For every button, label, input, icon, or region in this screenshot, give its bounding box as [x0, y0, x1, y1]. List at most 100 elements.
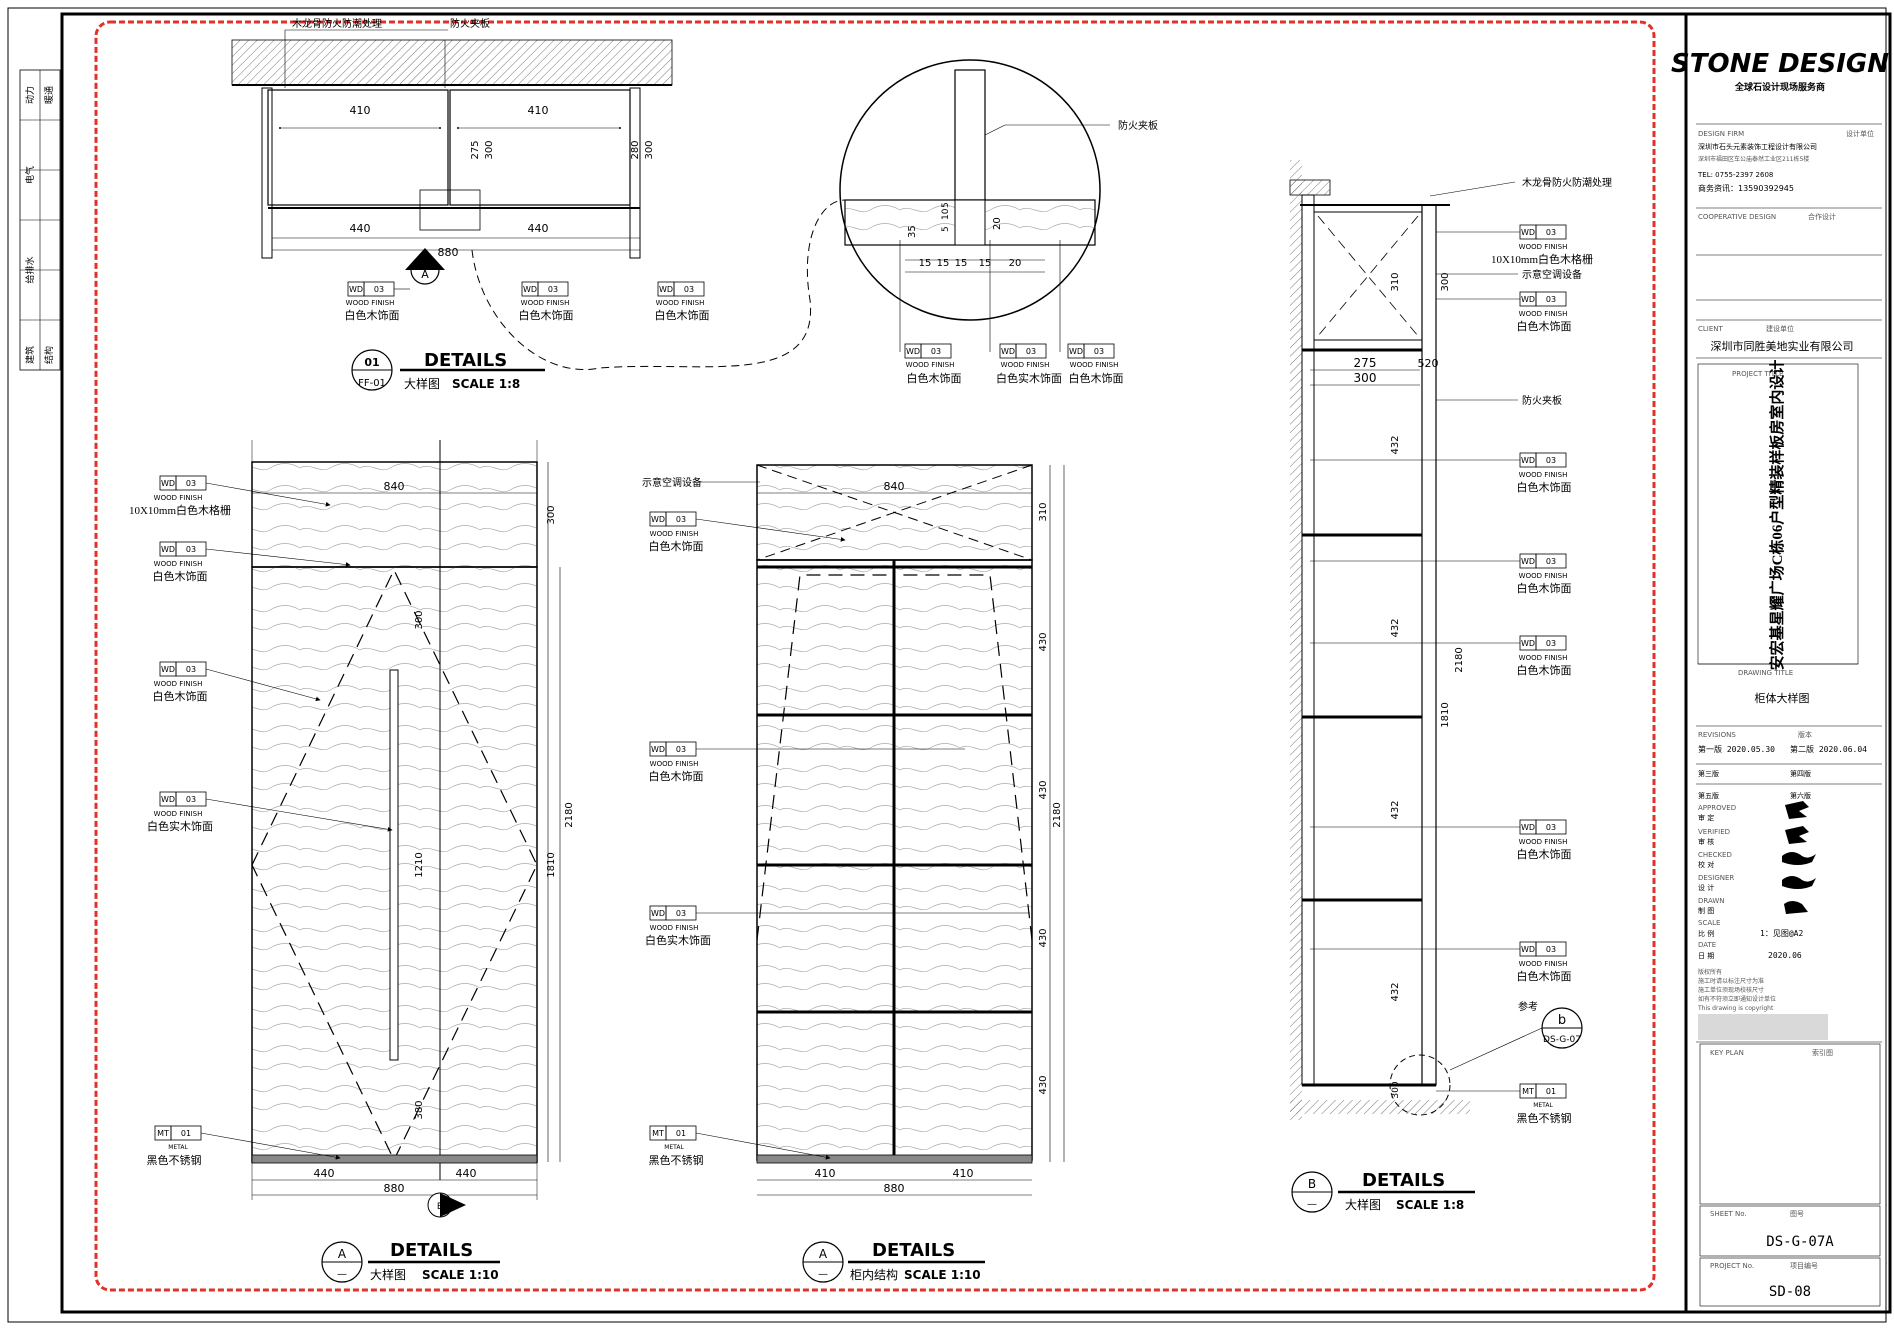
ac-device-text: 示意空调设备 — [642, 476, 702, 489]
white-wood-text: 白色木饰面 — [1517, 847, 1572, 861]
white-solid-wood-text: 白色实木饰面 — [147, 819, 213, 833]
dims-4-text: 380 — [414, 1100, 425, 1119]
code03-text: 03 — [1094, 347, 1104, 356]
drawing-title-label-text: DRAWING TITLE — [1738, 669, 1793, 677]
dims-0-text: 15 — [919, 258, 932, 269]
notes-2-text: 施工单位须现场校核尺寸 — [1698, 986, 1764, 994]
dims-10-text: 2180 — [1454, 647, 1465, 672]
wood-finish-text: WOOD FINISH — [521, 299, 570, 307]
detail-B-section: 310 300 275 300 520 432 432 432 432 1810… — [1289, 160, 1470, 1120]
dims-9-text: 20 — [992, 217, 1003, 230]
detail-01-plan: 410 410 440 440 880 275 300 280 300 A 木龙… — [231, 17, 673, 285]
code03-text: 03 — [676, 909, 686, 918]
strip-label: 建筑 — [24, 346, 36, 364]
dims-3-text: 1210 — [414, 852, 425, 877]
white-wood-text: 白色木饰面 — [1517, 480, 1572, 494]
wood-finish-text: WOOD FINISH — [1519, 654, 1568, 662]
wd-text: WD — [651, 909, 665, 918]
metal-text: METAL — [664, 1144, 684, 1151]
revisions-cn-text: 版本 — [1798, 730, 1812, 739]
detail-01-title: 01 FF-01 DETAILS 大样图 SCALE 1:8 — [351, 349, 545, 391]
reference-text: 参考 — [1518, 1000, 1538, 1013]
wd-text: WD — [659, 285, 673, 294]
dim-text: 300 — [484, 140, 495, 159]
wood-finish-text: WOOD FINISH — [154, 680, 203, 688]
code03-text: 03 — [676, 515, 686, 524]
dims-1-text: 300 — [1440, 272, 1451, 291]
code01-text: 01 — [181, 1129, 191, 1138]
wood-finish-text: WOOD FINISH — [650, 760, 699, 768]
strip-label: 结构 — [43, 346, 55, 364]
date-cn-text: 日 期 — [1698, 952, 1714, 960]
section-letter: A — [421, 268, 429, 281]
title-text: DETAILS — [872, 1240, 955, 1261]
approved-text: APPROVED — [1698, 804, 1736, 812]
dims-6-text: 2180 — [1052, 802, 1063, 827]
dims-4-text: 520 — [1418, 357, 1439, 370]
dims-1-text: 310 — [1038, 502, 1049, 521]
drawn-text: DRAWN — [1698, 897, 1725, 905]
dims-6-text: 5 — [941, 226, 951, 232]
white-wood-text: 白色木饰面 — [655, 308, 710, 322]
code03-text: 03 — [1546, 823, 1556, 832]
ref-bottom-text: DS-G-07 — [1543, 1035, 1581, 1045]
wood-finish-text: WOOD FINISH — [154, 494, 203, 502]
strip-label: 给排水 — [24, 256, 36, 283]
dims-8-text: 410 — [953, 1167, 974, 1180]
rev6-text: 第六版 — [1790, 791, 1811, 800]
white-wood-text: 白色木饰面 — [153, 689, 208, 703]
wood-finish-text: WOOD FINISH — [1519, 471, 1568, 479]
dims-3-text: 15 — [979, 258, 992, 269]
circle-bottom-text: FF-01 — [358, 378, 386, 389]
dim-text: 275 — [470, 140, 481, 159]
key-plan-cn-text: 索引图 — [1812, 1048, 1833, 1057]
black-steel-text: 黑色不锈钢 — [147, 1153, 202, 1167]
note-fireproof: 防火夹板 — [1436, 394, 1562, 407]
dim-text: 880 — [438, 246, 459, 259]
code03-text: 03 — [548, 285, 558, 294]
wd-text: WD — [1521, 823, 1535, 832]
wood-finish-text: WOOD FINISH — [656, 299, 705, 307]
black-steel-text: 黑色不锈钢 — [649, 1153, 704, 1167]
code03-text: 03 — [1026, 347, 1036, 356]
date-value-text: 2020.06 — [1768, 951, 1802, 960]
dims-7-text: 440 — [314, 1167, 335, 1180]
detail-A2-title: A — DETAILS 柜内结构 SCALE 1:10 — [802, 1240, 985, 1283]
dims-9-text: 880 — [884, 1182, 905, 1195]
code01-text: 01 — [1546, 1087, 1556, 1096]
notes-1-text: 施工时请以标注尺寸为准 — [1698, 977, 1764, 985]
metal-text: METAL — [1533, 1102, 1553, 1109]
circle-bottom-text: — — [818, 1269, 828, 1280]
detail-A-internal: 840 310 430 430 430 430 2180 410 410 880 — [756, 464, 1065, 1196]
wd-text: WD — [651, 745, 665, 754]
service-text: 商务资讯：13590392945 — [1698, 183, 1794, 193]
reference-marker: 参考 b DS-G-07 — [1449, 1000, 1583, 1071]
title-text: DETAILS — [390, 1240, 473, 1261]
rev2-text: 第二版 2020.06.04 — [1790, 744, 1867, 754]
white-solid-wood-text: 白色实木饰面 — [996, 371, 1062, 385]
white-grille-text: 10X10mm白色木格栅 — [129, 503, 231, 517]
wood-finish-text: WOOD FINISH — [154, 560, 203, 568]
project-title: 安宏基星耀广场C栋06户型精装样板房室内设计 — [1768, 360, 1786, 671]
design-firm-label-text: DESIGN FIRM — [1698, 130, 1744, 138]
dims-3-text: 430 — [1038, 780, 1049, 799]
wd-text: WD — [161, 665, 175, 674]
client-label-text: CLIENT — [1698, 325, 1724, 333]
circle-top-text: 01 — [364, 356, 379, 369]
dims-8-text: 5 — [941, 202, 951, 208]
dim-text: 440 — [350, 222, 371, 235]
code03-text: 03 — [931, 347, 941, 356]
strip-label: 动力 — [24, 86, 36, 104]
dims-5-text: 432 — [1390, 435, 1401, 454]
wood-finish-text: WOOD FINISH — [154, 810, 203, 818]
scale-text: SCALE 1:8 — [1396, 1198, 1464, 1212]
wood-finish-text: WOOD FINISH — [650, 530, 699, 538]
